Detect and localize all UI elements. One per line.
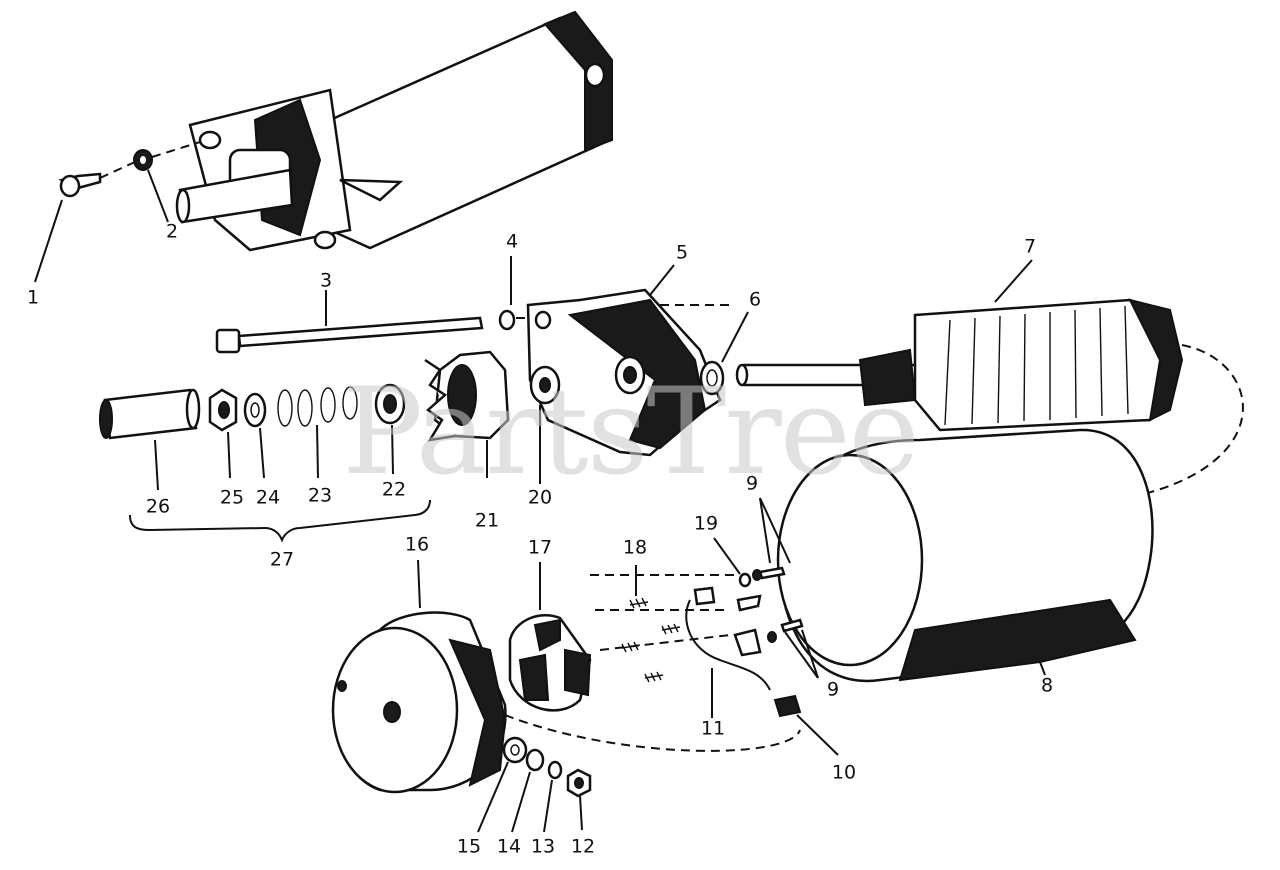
callout-21: 21 bbox=[475, 510, 499, 532]
callout-25: 25 bbox=[220, 487, 244, 509]
part-8-frame bbox=[776, 428, 1154, 683]
part-14-washer bbox=[511, 748, 545, 833]
callout-9-upper: 9 bbox=[746, 473, 758, 495]
callout-2: 2 bbox=[166, 221, 178, 243]
callout-5: 5 bbox=[676, 242, 688, 264]
callout-16: 16 bbox=[405, 534, 429, 556]
watermark: PartsTree bbox=[342, 363, 918, 502]
part-2-washer bbox=[133, 149, 169, 223]
part-15-insulator bbox=[477, 736, 528, 833]
part-10-brush bbox=[773, 694, 839, 756]
assembled-starter-motor bbox=[175, 10, 613, 252]
part-9-screws bbox=[752, 497, 819, 679]
callout-9-lower: 9 bbox=[827, 679, 839, 701]
part-16-end-cap bbox=[331, 559, 507, 794]
callout-1: 1 bbox=[27, 287, 39, 309]
callout-22: 22 bbox=[382, 479, 406, 501]
part-22-stop-collar bbox=[374, 383, 406, 475]
part-5-drive-end-housing bbox=[526, 264, 722, 457]
part-12-nut bbox=[566, 768, 592, 831]
callout-14: 14 bbox=[497, 836, 521, 858]
part-23-spring bbox=[277, 386, 358, 479]
callout-18: 18 bbox=[623, 537, 647, 559]
callout-3: 3 bbox=[320, 270, 332, 292]
part-3-through-bolt bbox=[215, 290, 484, 354]
callout-17: 17 bbox=[528, 537, 552, 559]
callout-12: 12 bbox=[571, 836, 595, 858]
callout-24: 24 bbox=[256, 487, 280, 509]
callout-19: 19 bbox=[694, 513, 718, 535]
part-25-nut bbox=[208, 388, 238, 479]
callout-7: 7 bbox=[1024, 236, 1036, 258]
part-24-washer bbox=[243, 392, 267, 479]
callout-15: 15 bbox=[457, 836, 481, 858]
part-13-washer bbox=[543, 760, 563, 833]
callout-26: 26 bbox=[146, 496, 170, 518]
callout-11: 11 bbox=[701, 718, 725, 740]
part-6-washer bbox=[699, 311, 749, 396]
part-4-washer bbox=[498, 256, 516, 331]
part-27-kit-bracket bbox=[129, 499, 431, 543]
part-21-drive-pinion bbox=[424, 350, 510, 478]
callout-10: 10 bbox=[832, 762, 856, 784]
part-17-brush-holder-assembly bbox=[508, 562, 592, 712]
callout-20: 20 bbox=[528, 487, 552, 509]
part-20-bushing bbox=[529, 365, 561, 484]
part-11-brush-holder bbox=[685, 586, 771, 718]
part-19-lockwasher bbox=[713, 537, 752, 588]
callout-6: 6 bbox=[749, 289, 761, 311]
part-18-springs bbox=[621, 565, 681, 683]
callout-23: 23 bbox=[308, 485, 332, 507]
callout-27: 27 bbox=[270, 549, 294, 571]
callout-4: 4 bbox=[506, 231, 518, 253]
part-26-dust-cover bbox=[99, 388, 201, 491]
part-1-bolt bbox=[34, 172, 102, 283]
part-7-armature bbox=[735, 259, 1184, 432]
callout-13: 13 bbox=[531, 836, 555, 858]
callout-8: 8 bbox=[1041, 675, 1053, 697]
